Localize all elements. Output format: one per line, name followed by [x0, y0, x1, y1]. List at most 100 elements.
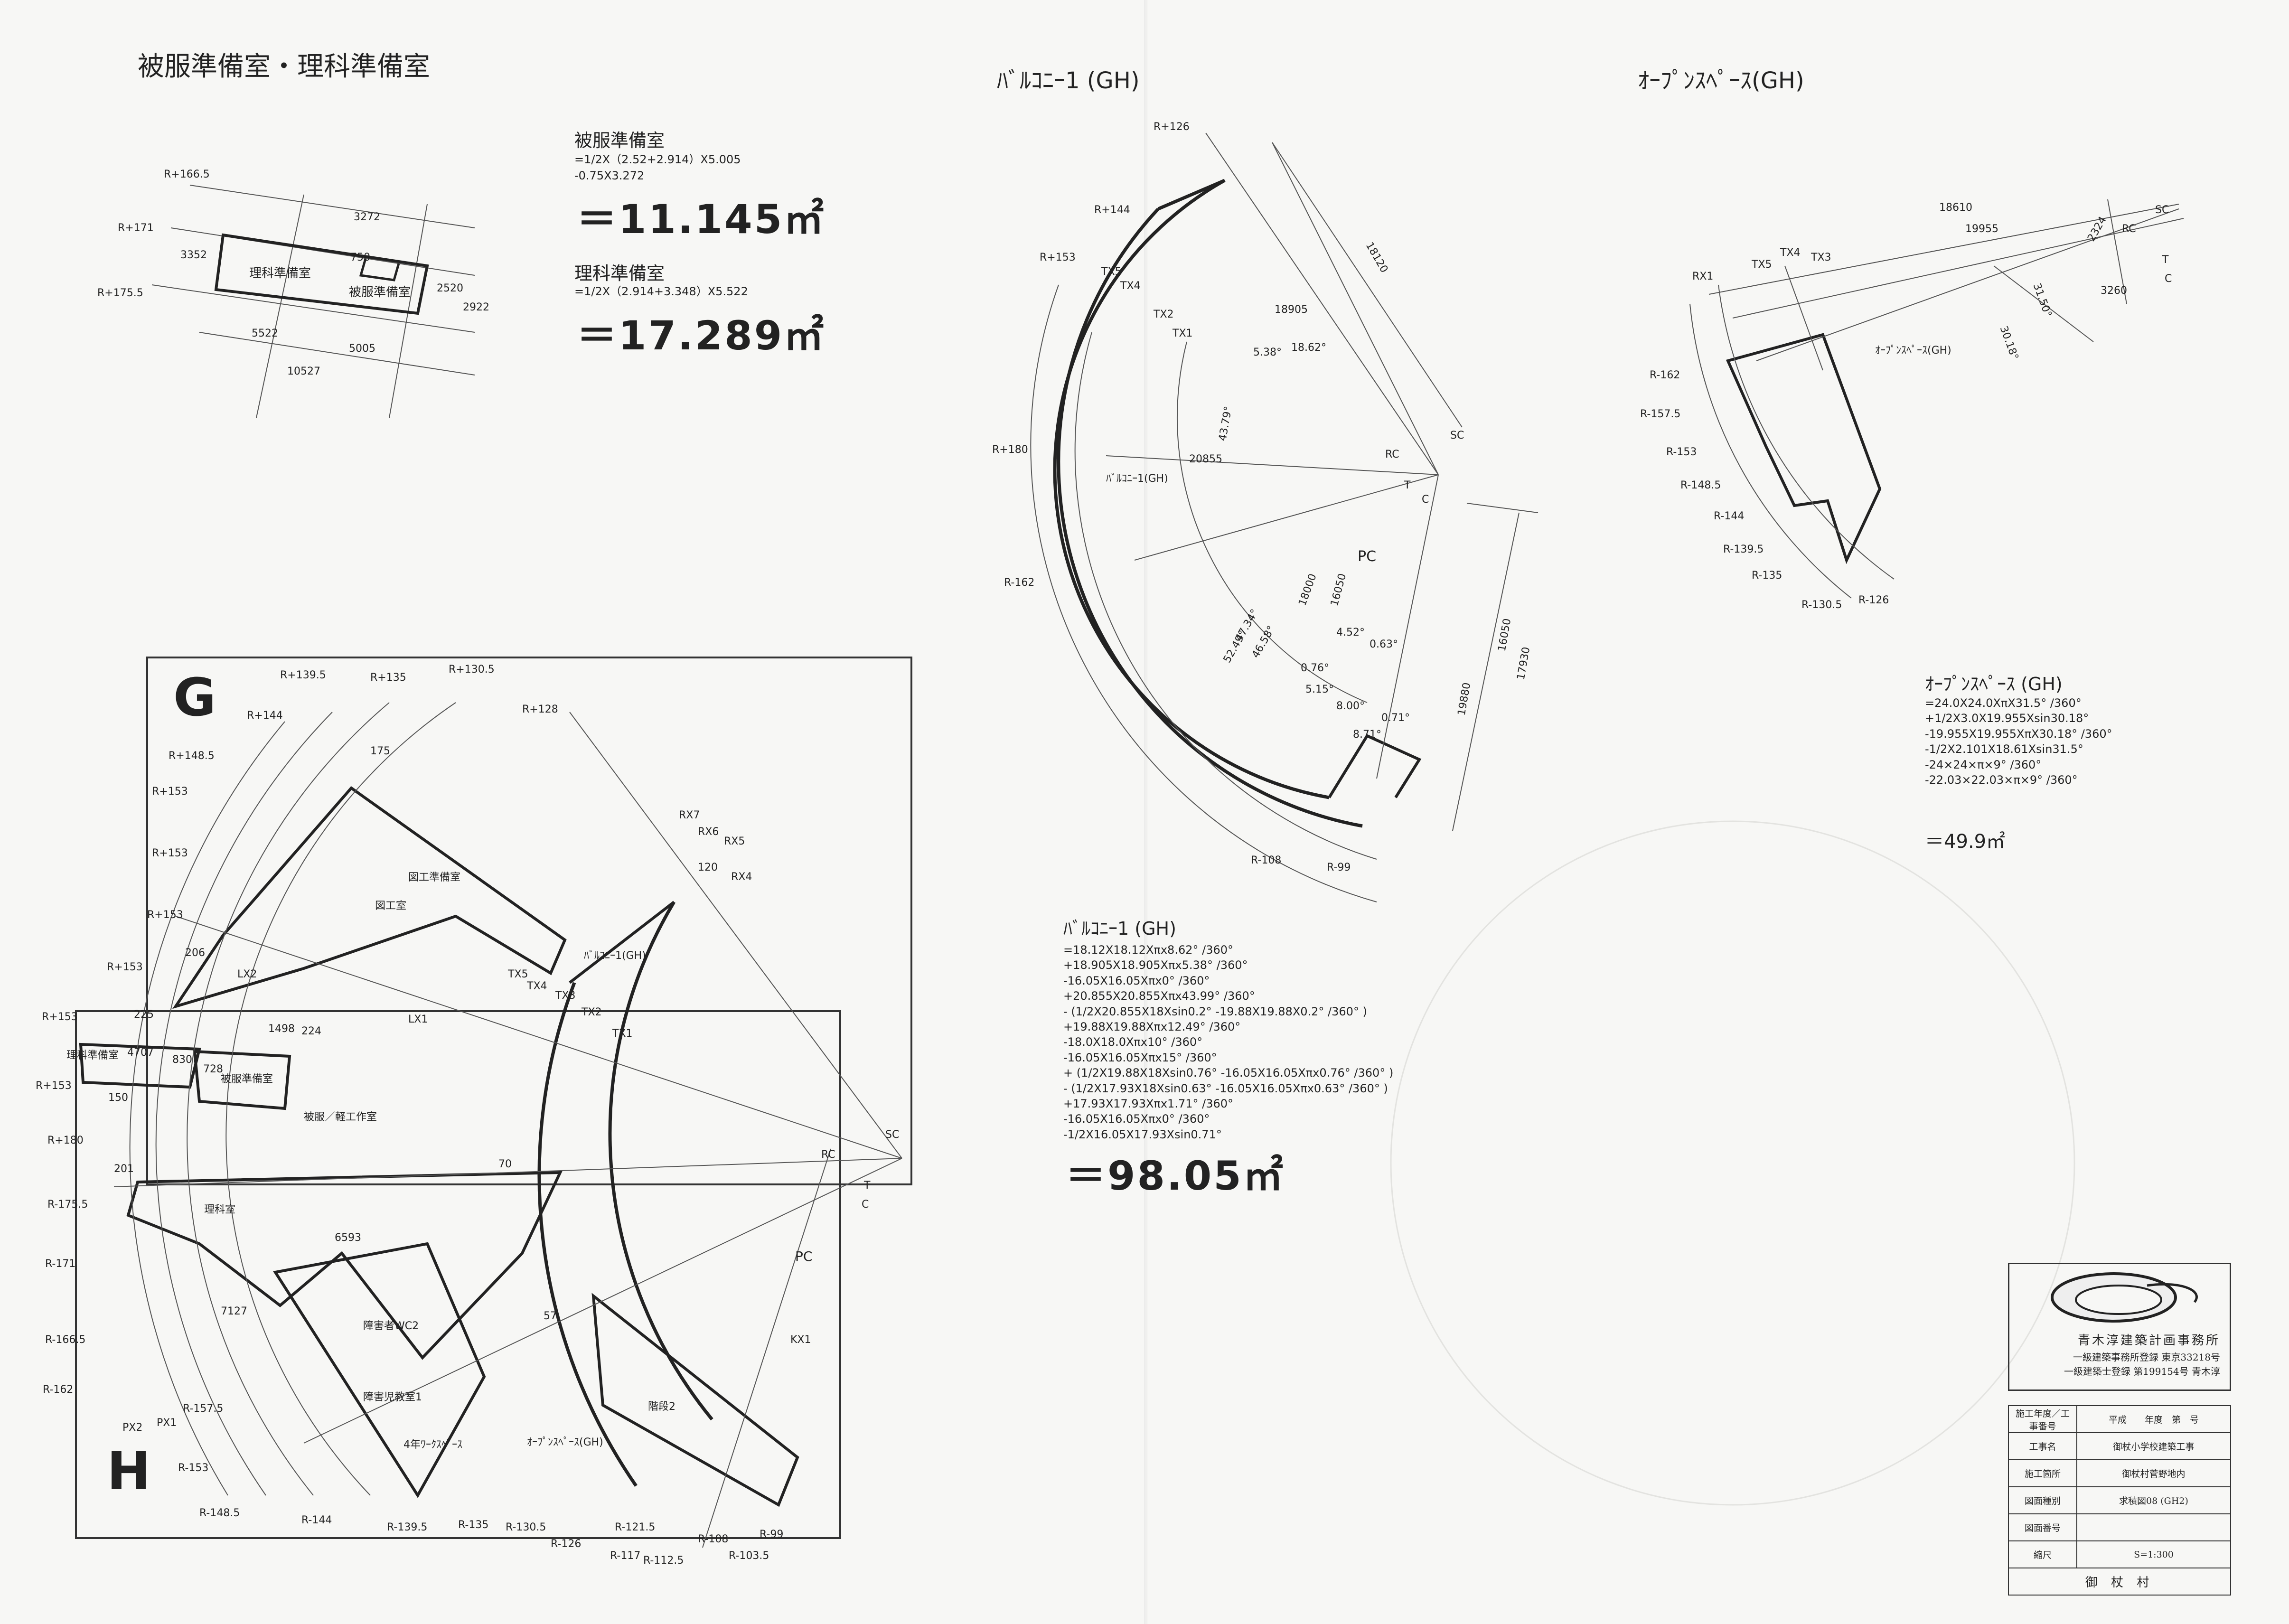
- balcony-label: R+144: [1094, 204, 1130, 216]
- rika-heading: 理科準備室: [574, 263, 665, 284]
- radius-label: R+153: [152, 847, 188, 859]
- axis-label: RX5: [724, 835, 745, 847]
- small-plan-dim: 10527: [287, 366, 320, 377]
- title-key: 施工年度／工事番号: [2008, 1405, 2077, 1433]
- openspace-label: R-148.5: [1680, 479, 1721, 491]
- hifuku-formula-2: -0.75X3.272: [574, 169, 645, 182]
- title-key: 図面種別: [2008, 1486, 2077, 1514]
- rika-result: ＝17.289㎡: [577, 312, 826, 359]
- balcony-dim: 8.71°: [1353, 729, 1381, 741]
- balcony-formula-line: -16.05X16.05Xπx15° /360°: [1063, 1051, 1217, 1064]
- balcony-formula-line: =18.12X18.12Xπx8.62° /360°: [1063, 943, 1234, 957]
- room-label: 障害児教室1: [363, 1391, 422, 1403]
- title-row: 工事名 御杖小学校建築工事: [2008, 1432, 2231, 1460]
- title-value: 求積図08 (GH2): [2076, 1486, 2231, 1514]
- small-plan-radius: R+171: [118, 222, 154, 234]
- room-label: 階段2: [648, 1401, 675, 1413]
- radius-label: R+144: [247, 710, 283, 722]
- openspace-label: TX3: [1811, 252, 1831, 263]
- room-label: 理科室: [204, 1204, 236, 1216]
- balcony-label: TX1: [1173, 328, 1193, 339]
- radius-label: R-99: [760, 1529, 784, 1540]
- balcony-label: SC: [1450, 430, 1464, 441]
- balcony-formula-line: -1/2X16.05X17.93Xsin0.71°: [1063, 1127, 1222, 1141]
- balcony-dim: 5.38°: [1253, 347, 1282, 358]
- balcony-label: TX2: [1154, 309, 1174, 320]
- openspace-label: TX4: [1780, 247, 1801, 259]
- room-label: ｵｰﾌﾟﾝｽﾍﾟｰｽ(GH): [527, 1436, 603, 1448]
- openspace-label: R-139.5: [1723, 544, 1764, 555]
- axis-label: PX1: [157, 1417, 177, 1429]
- axis-label: LX1: [408, 1014, 428, 1025]
- balcony-dim: 0.63°: [1370, 638, 1398, 650]
- radius-label: R+153: [107, 961, 143, 973]
- hifuku-heading: 被服準備室: [574, 130, 665, 151]
- openspace-formula-line: -22.03×22.03×π×9° /360°: [1925, 773, 2078, 787]
- office-name: 青木淳建築計画事務所: [2077, 1333, 2220, 1348]
- room-label: 図工準備室: [408, 872, 461, 883]
- main-plan: [75, 657, 912, 1548]
- dim-label: 175: [370, 745, 390, 757]
- balcony-label: RC: [1385, 449, 1399, 460]
- small-plan: [151, 185, 475, 418]
- office-logo-icon: [2051, 1272, 2198, 1323]
- faint-watermark: [1390, 820, 2075, 1506]
- balcony-result: ＝98.05㎡: [1066, 1153, 1285, 1199]
- axis-label: TX1: [612, 1028, 633, 1040]
- balcony-formula-line: - (1/2X17.93X18Xsin0.63° -16.05X16.05Xπx…: [1063, 1081, 1388, 1095]
- axis-label: TX4: [527, 980, 547, 992]
- balcony-label: TX5: [1101, 266, 1122, 278]
- dim-label: 1498: [268, 1023, 295, 1035]
- axis-label: RX4: [731, 871, 752, 883]
- axis-label: PX2: [122, 1422, 143, 1434]
- dim-label: 728: [203, 1063, 223, 1075]
- axis-label: TX5: [508, 968, 528, 980]
- radius-label: R+153: [147, 909, 183, 921]
- radius-label: R-153: [178, 1462, 209, 1474]
- balcony-label: C: [1422, 494, 1429, 506]
- radius-label: R+130.5: [449, 664, 495, 676]
- openspace-formula-line: -19.955X19.955XπX30.18° /360°: [1925, 727, 2112, 741]
- rika-formula-1: =1/2X（2.914+3.348）X5.522: [574, 285, 748, 298]
- radius-label: R-117: [610, 1550, 641, 1562]
- balcony-formula-line: -18.0X18.0Xπx10° /360°: [1063, 1035, 1203, 1049]
- balcony-dim: 8.00°: [1336, 700, 1365, 712]
- balcony-label: R-108: [1251, 854, 1282, 866]
- openspace-heading: ｵｰﾌﾟﾝｽﾍﾟｰｽ (GH): [1925, 674, 2063, 695]
- openspace-label: R-144: [1714, 510, 1745, 522]
- title-value: S=1:300: [2076, 1540, 2231, 1568]
- room-label: ﾊﾞﾙｺﾆｰ1(GH): [584, 950, 646, 962]
- axis-label: PC: [795, 1249, 813, 1264]
- balcony-dim: 5.15°: [1305, 684, 1334, 695]
- small-plan-dim: 5005: [349, 343, 375, 355]
- radius-label: R-135: [458, 1519, 489, 1531]
- balcony-label: TX4: [1120, 280, 1141, 292]
- axis-label: SC: [885, 1129, 900, 1141]
- page-fold: [1144, 0, 1147, 1624]
- radius-label: R-121.5: [615, 1521, 656, 1533]
- small-plan-room-rika: 理科準備室: [249, 266, 311, 281]
- title-key: 施工箇所: [2008, 1459, 2077, 1487]
- axis-label: TX3: [555, 990, 576, 1002]
- radius-label: R+153: [42, 1011, 78, 1023]
- openspace-diagram: [1689, 199, 2184, 599]
- hifuku-result: ＝11.145㎡: [577, 196, 826, 243]
- balcony-formula: =18.12X18.12Xπx8.62° /360° +18.905X18.90…: [1063, 942, 1393, 1142]
- balcony-formula-line: +17.93X17.93Xπx1.71° /360°: [1063, 1097, 1234, 1110]
- title-block-table: 施工年度／工事番号 平成 年度 第 号 工事名 御杖小学校建築工事 施工箇所 御…: [2008, 1405, 2231, 1596]
- title-footer: 御 杖 村: [2008, 1568, 2231, 1596]
- title-value: 平成 年度 第 号: [2076, 1405, 2231, 1433]
- balcony-label: ﾊﾞﾙｺﾆｰ1(GH): [1106, 473, 1168, 485]
- zone-g-label: G: [173, 667, 216, 728]
- openspace-label: R-130.5: [1801, 599, 1842, 611]
- openspace-formula: =24.0X24.0XπX31.5° /360° +1/2X3.0X19.955…: [1925, 695, 2112, 788]
- dim-label: 150: [108, 1092, 128, 1104]
- openspace-label: TX5: [1752, 259, 1772, 271]
- office-registration: 一級建築事務所登録 東京33218号: [2073, 1352, 2220, 1363]
- radius-label: R-139.5: [387, 1521, 428, 1533]
- title-value: 御杖村菅野地内: [2076, 1459, 2231, 1487]
- radius-label: R+148.5: [169, 750, 215, 762]
- dim-label: 225: [134, 1009, 154, 1021]
